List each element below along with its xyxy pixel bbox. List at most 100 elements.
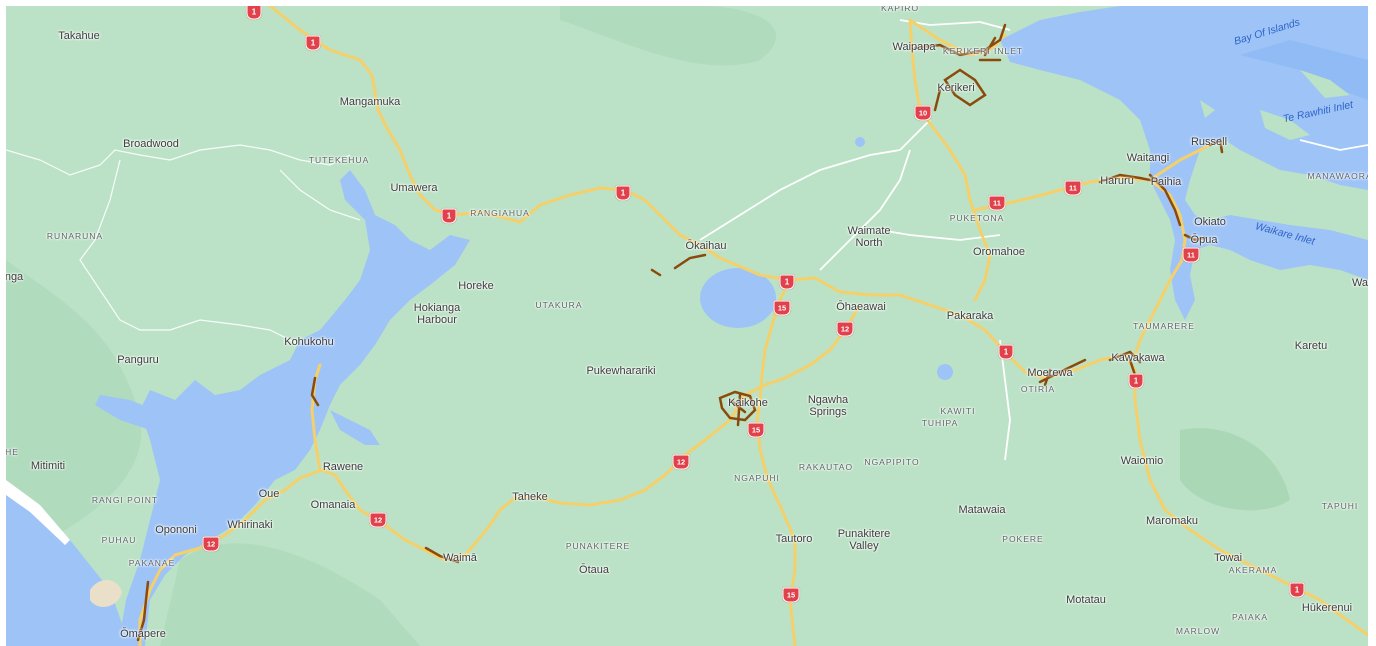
place-label: Motatau: [1066, 594, 1106, 606]
place-label: Kawakawa: [1111, 352, 1165, 364]
place-label: Hūkerenui: [1301, 602, 1353, 614]
place-label: Horeke: [458, 280, 494, 292]
place-label: Opononi: [155, 524, 197, 536]
route-shield-icon: 1: [441, 208, 457, 224]
route-shield-icon: 11: [988, 195, 1006, 211]
locality-label: PUNAKITERE: [565, 541, 631, 551]
place-label: Whirinaki: [227, 519, 273, 531]
boundaries: [6, 144, 361, 346]
locality-label: PAKANAE: [128, 558, 176, 568]
route-shield-icon: 12: [836, 321, 854, 337]
locality-label: RUNARUNA: [46, 231, 104, 241]
place-label: Waipapa: [892, 41, 936, 53]
route-shield-icon: 12: [672, 454, 690, 470]
locality-label: TAUMARERE: [1133, 321, 1195, 331]
place-label: Ōtaua: [579, 564, 609, 576]
locality-label: KERIKERI INLET: [942, 46, 1024, 56]
place-label: Umawera: [390, 182, 438, 194]
place-label: Matawaia: [958, 504, 1006, 516]
place-label: Kerikeri: [937, 82, 975, 94]
place-label: Mangamuka: [339, 96, 401, 108]
place-label: Haruru: [1100, 175, 1134, 187]
place-label: Towai: [1213, 552, 1243, 564]
locality-label: RANGIAHUA: [470, 208, 530, 218]
place-label: Wa: [1351, 277, 1368, 289]
place-label: Russell: [1190, 136, 1228, 148]
place-label: Pukewharariki: [586, 365, 656, 377]
place-label: Tautoro: [775, 533, 813, 545]
place-label: Waimā: [443, 552, 477, 564]
place-label: Okiato: [1194, 216, 1226, 228]
locality-label: RANGI POINT: [91, 495, 159, 505]
place-label: Ōkaihau: [685, 240, 727, 252]
route-shield-icon: 1: [998, 344, 1014, 360]
locality-label: AKERAMA: [1228, 565, 1278, 575]
route-shield-icon: 11: [1064, 180, 1082, 196]
locality-label: HE: [6, 447, 19, 457]
locality-label: RAKAUTAO: [798, 462, 854, 472]
place-label: Paihia: [1150, 176, 1182, 188]
place-label: Rawene: [322, 461, 364, 473]
place-label: Ōhaeawai: [836, 301, 886, 313]
locality-label: MARLOW: [1175, 626, 1221, 636]
route-shield-icon: 15: [782, 587, 800, 603]
place-label: Moerewa: [1027, 367, 1073, 379]
locality-label: PUKETONA: [949, 213, 1005, 223]
route-shield-icon: 1: [1289, 582, 1305, 598]
place-label: Omanaia: [310, 499, 356, 511]
place-label: Ōmāpere: [120, 628, 166, 640]
route-shield-icon: 1: [305, 35, 321, 51]
place-label: Kohukohu: [284, 336, 334, 348]
terrain: [6, 6, 1290, 646]
place-label: Maromaku: [1146, 515, 1198, 527]
locality-label: MANAWAORA: [1307, 171, 1368, 181]
route-shield-icon: 1: [1128, 373, 1144, 389]
locality-label: KAWITI: [940, 406, 976, 416]
sand-spit: [90, 580, 122, 607]
route-shield-icon: 1: [779, 274, 795, 290]
locality-label: UTAKURA: [535, 300, 583, 310]
water-bodies: [6, 6, 1368, 646]
place-label: Pakaraka: [946, 310, 994, 322]
place-label: Broadwood: [123, 138, 179, 150]
place-label: Oue: [258, 488, 280, 500]
place-label: Kaikohe: [728, 397, 768, 409]
locality-label: NGAPIPITO: [864, 457, 920, 467]
place-label: Mitimiti: [30, 460, 66, 472]
route-shield-icon: 15: [747, 422, 765, 438]
place-label: Ōpua: [1190, 234, 1218, 246]
route-shield-icon: 11: [1182, 247, 1200, 263]
locality-label: NGAPUHI: [734, 473, 780, 483]
route-shield-icon: 12: [369, 512, 387, 528]
place-label: Taheke: [512, 491, 548, 503]
locality-label: OTIRIA: [1020, 384, 1056, 394]
place-label: Waiomio: [1120, 455, 1164, 467]
route-shield-icon: 1: [615, 185, 631, 201]
place-label: Panguru: [117, 354, 159, 366]
route-overlay: [136, 23, 1224, 642]
locality-label: TUTEKEHUA: [308, 155, 370, 165]
route-shield-icon: 12: [202, 536, 220, 552]
locality-label: KAPIRO: [880, 6, 920, 13]
map-graphics: [6, 6, 1368, 646]
route-shield-icon: 1: [246, 6, 262, 20]
place-label: Karetu: [1294, 340, 1328, 352]
route-shield-icon: 15: [773, 300, 791, 316]
place-label: Waitangi: [1126, 152, 1170, 164]
place-label: Oromahoe: [973, 246, 1025, 258]
lake-omapere: [700, 268, 776, 328]
route-shield-icon: 10: [914, 105, 932, 121]
minor-roads: [699, 19, 1368, 461]
place-label: nga: [6, 271, 24, 283]
locality-label: TUHIPA: [921, 418, 959, 428]
place-label: Takahue: [58, 30, 100, 42]
bay-of-islands: [1000, 6, 1368, 320]
locality-label: POKERE: [1002, 534, 1044, 544]
locality-label: TAPUHI: [1321, 501, 1359, 511]
locality-label: PAIAKA: [1231, 612, 1269, 622]
